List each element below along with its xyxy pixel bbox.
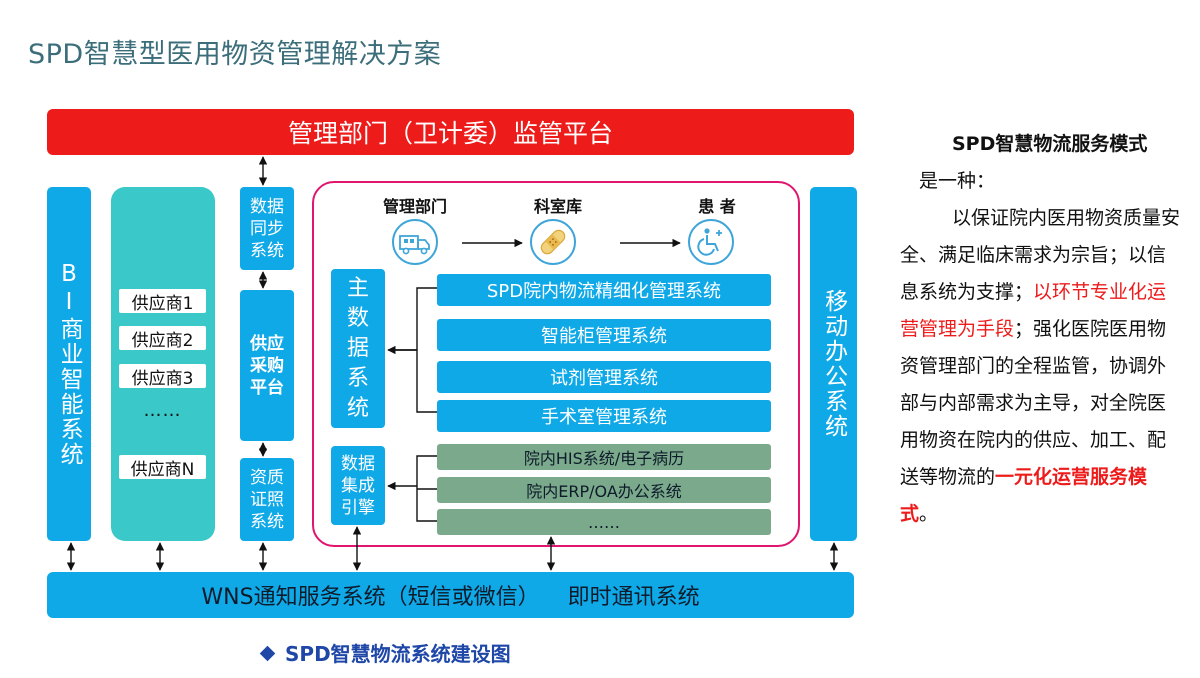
data-sync-system: 数据 同步 系统 [240, 187, 294, 270]
main-data-char: 数 [346, 305, 369, 331]
description-p2: ；强化医院医用物资管理部门的全程监管，协调外部与内部需求为主导，对全院医用物资在… [900, 318, 1167, 488]
main-data-char: 统 [346, 395, 369, 421]
supplier-item: 供应商N [119, 455, 206, 480]
description-heading: SPD智慧物流服务模式 [952, 133, 1148, 155]
supervision-platform-bar: 管理部门（卫计委）监管平台 [47, 109, 854, 155]
integration-bracket [416, 455, 437, 522]
main-data-system: 主 数 据 系 统 [331, 269, 385, 428]
qualification-line: 系统 [250, 511, 284, 532]
bi-system-label: BI商业智能系统 [56, 261, 83, 467]
description-p1-highlight: 以环节专业化运营管理为手段 [900, 281, 1167, 340]
integration-line: 集成 [341, 475, 375, 496]
integration-line: 数据 [341, 453, 375, 474]
flow-node-label: 管理部门 [382, 197, 447, 216]
main-data-char: 主 [346, 275, 369, 301]
flow-node-label: 科室库 [533, 197, 582, 216]
bandage-icon [530, 219, 576, 265]
supplier-item: 供应商3 [119, 364, 206, 389]
system-bar: 智能柜管理系统 [437, 319, 771, 351]
integrated-system-bar: …… [437, 509, 771, 535]
procurement-line: 采购 [250, 355, 284, 376]
bi-system-column: BI商业智能系统 [47, 187, 91, 541]
core-system-frame [312, 181, 800, 547]
im-label: 即时通讯系统 [567, 585, 700, 610]
page-title: SPD智慧型医用物资管理解决方案 [28, 39, 442, 70]
wheelchair-patient-icon [688, 219, 734, 265]
diamond-icon [259, 645, 276, 662]
description-heading-suffix: 是一种： [919, 170, 996, 192]
description-p1: 以保证院内医用物资质量安全、满足临床需求为宗旨；以信息系统为支撑； [900, 207, 1181, 303]
mobile-office-label: 移动办公系统 [820, 289, 847, 439]
diagram-caption: SPD智慧物流系统建设图 [259, 638, 511, 667]
notification-bar: WNS通知服务系统（短信或微信） 即时通讯系统 [47, 572, 854, 618]
data-sync-line: 同步 [250, 218, 284, 239]
integration-line: 引擎 [341, 497, 375, 518]
system-bar: SPD院内物流精细化管理系统 [437, 274, 771, 306]
flow-node-label: 患 者 [698, 197, 736, 216]
main-data-char: 据 [346, 335, 369, 361]
procurement-line: 供应 [250, 333, 284, 354]
qualification-system: 资质 证照 系统 [240, 458, 294, 541]
mobile-office-column: 移动办公系统 [810, 187, 857, 541]
delivery-truck-icon [392, 219, 438, 265]
data-integration-engine: 数据 集成 引擎 [331, 446, 385, 525]
data-sync-line: 系统 [250, 240, 284, 261]
integrated-system-bar: 院内HIS系统/电子病历 [437, 444, 771, 470]
wns-label: WNS通知服务系统（短信或微信） [201, 585, 540, 610]
qualification-line: 资质 [250, 467, 284, 488]
main-data-char: 系 [346, 365, 369, 391]
integrated-system-bar: 院内ERP/OA办公系统 [437, 477, 771, 503]
procurement-line: 平台 [250, 377, 284, 398]
description-p2-highlight: 一元化运营服务模式 [900, 466, 1148, 525]
supplier-item: 供应商1 [119, 289, 206, 314]
caption-text: SPD智慧物流系统建设图 [285, 642, 511, 666]
procurement-platform: 供应 采购 平台 [240, 290, 294, 441]
supplier-ellipsis: …… [143, 400, 182, 421]
description-text: SPD智慧物流服务模式 [900, 126, 1180, 163]
qualification-line: 证照 [250, 489, 284, 510]
description-p2-end: 。 [919, 503, 939, 525]
data-sync-line: 数据 [250, 196, 284, 217]
system-bar: 手术室管理系统 [437, 400, 771, 432]
supplier-item: 供应商2 [119, 326, 206, 351]
system-bar: 试剂管理系统 [437, 361, 771, 393]
